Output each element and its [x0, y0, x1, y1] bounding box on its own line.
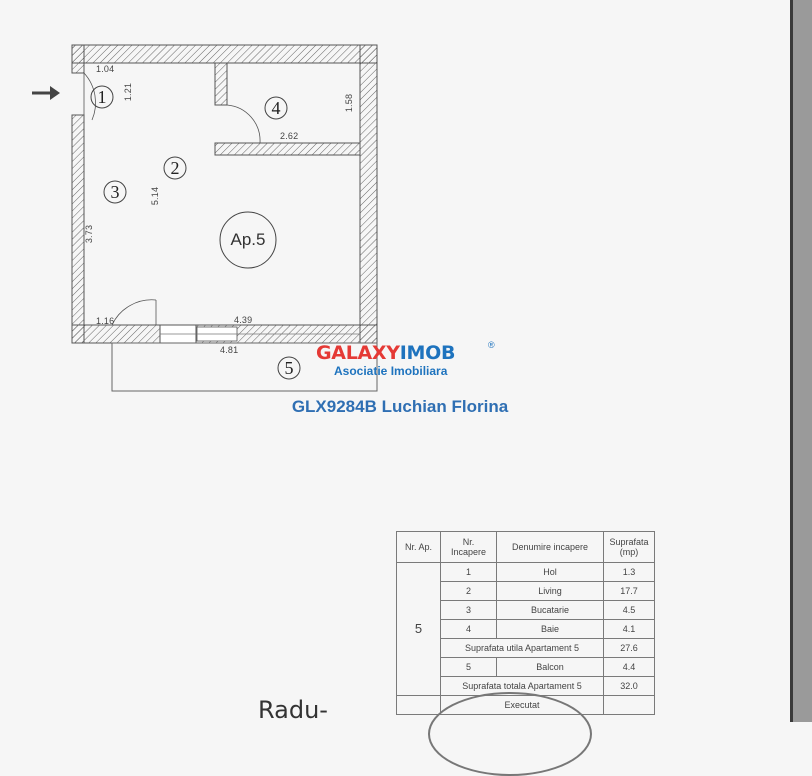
official-stamp [428, 692, 592, 776]
logo-brand-part1: GALAXY [316, 342, 400, 364]
dimension-label: 2.62 [280, 131, 299, 141]
table-cell: 4.4 [603, 657, 655, 677]
page-edge [790, 0, 793, 722]
handwritten-note: Radu- [258, 696, 328, 724]
table-header: Denumire incapere [496, 531, 604, 563]
logo-subtitle: Asociatie Imobiliara [334, 364, 448, 378]
table-cell: 3 [440, 600, 497, 620]
arrow-right-icon [32, 86, 60, 100]
table-cell: Living [496, 581, 604, 601]
brand-logo: GALAXYIMOB ® Asociatie Imobiliara [316, 340, 496, 378]
table-cell: 5 [440, 657, 497, 677]
balcony-door [111, 299, 157, 326]
dimension-label: 3.73 [84, 224, 95, 244]
table-cell: 4 [440, 619, 497, 639]
table-cell: Baie [496, 619, 604, 639]
table-cell: 2 [440, 581, 497, 601]
table-cell [603, 695, 655, 715]
dimension-label: 1.04 [96, 64, 115, 74]
area-summary-table: Nr. Ap. Nr. Incapere Denumire incapere S… [396, 531, 655, 715]
balcony-outline [111, 342, 378, 392]
table-row: 2 Living 17.7 [397, 581, 655, 601]
total-area-value: 32.0 [603, 676, 655, 696]
apartment-label: Ap.5 [230, 230, 266, 249]
table-row: 5 1 Hol 1.3 [396, 562, 655, 696]
useful-area-value: 27.6 [603, 638, 655, 658]
apartment-number-cell: 5 [396, 562, 441, 696]
table-header: Nr. Ap. [396, 531, 441, 563]
dimension-label: 5.14 [150, 186, 161, 206]
table-cell: Balcon [496, 657, 604, 677]
dimension-label: 1.16 [96, 316, 115, 326]
registered-mark: ® [488, 340, 495, 350]
table-cell: Bucatarie [496, 600, 604, 620]
table-row: 5 Balcon 4.4 [397, 657, 655, 677]
floor-plan [32, 44, 378, 392]
room-number-living: 2 [170, 158, 180, 178]
room-number-baie: 4 [271, 98, 281, 118]
room-number-hol: 1 [97, 87, 107, 107]
dimension-label: 4.39 [234, 315, 253, 325]
table-cell: 1 [440, 562, 497, 582]
table-cell: 4.5 [603, 600, 655, 620]
bathroom-door [226, 104, 261, 144]
logo-brand-part2: IMOB [399, 342, 456, 364]
table-cell: 17.7 [603, 581, 655, 601]
room-number-balcon: 5 [284, 358, 294, 378]
dimension-label: 1.21 [123, 82, 134, 102]
table-header: Nr. Incapere [440, 531, 497, 563]
listing-watermark: GLX9284B Luchian Florina [291, 397, 509, 416]
table-header-row: Nr. Ap. Nr. Incapere Denumire incapere S… [396, 531, 655, 563]
dimension-label: 1.58 [344, 93, 355, 113]
useful-area-label: Suprafata utila Apartament 5 [440, 638, 604, 658]
table-cell: 1.3 [603, 562, 655, 582]
page-margin [793, 0, 812, 722]
table-cell [396, 695, 441, 715]
room-number-bucatarie: 3 [110, 182, 120, 202]
dimension-label: 4.81 [220, 345, 239, 355]
table-cell: Hol [496, 562, 604, 582]
table-header: Suprafata (mp) [603, 531, 655, 563]
table-row: 3 Bucatarie 4.5 [397, 600, 655, 620]
entrance-door [83, 72, 96, 121]
table-cell: 4.1 [603, 619, 655, 639]
